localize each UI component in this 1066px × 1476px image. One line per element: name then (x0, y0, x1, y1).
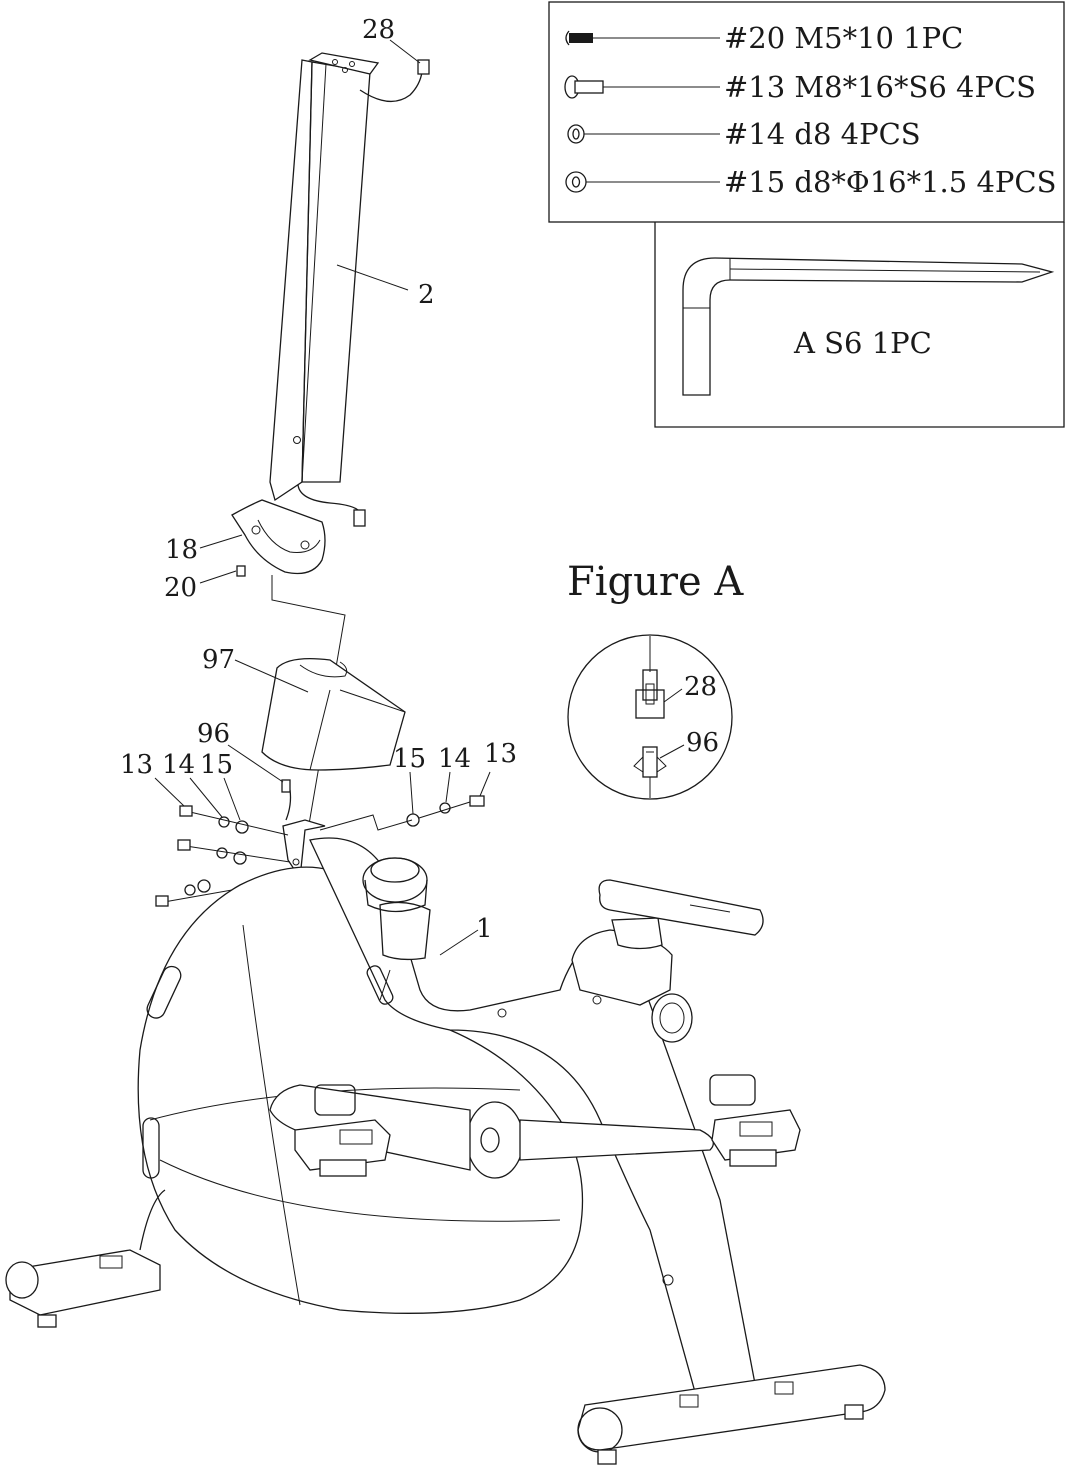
callout-20: 20 (164, 573, 197, 603)
callout-labels: 28 2 18 20 97 96 13 14 15 15 14 13 1 (120, 15, 517, 944)
rear-stabilizer (577, 1364, 886, 1465)
spring-washer-icon (567, 124, 720, 144)
callout-96: 96 (197, 719, 230, 749)
detail-callout-96: 96 (686, 728, 719, 758)
callout-18: 18 (165, 535, 198, 565)
front-stabilizer (5, 1189, 166, 1328)
screw-icon (565, 30, 720, 46)
tool-label: A S6 1PC (793, 326, 932, 360)
callout-15-left: 15 (200, 750, 233, 780)
screw-20 (236, 565, 246, 577)
upper-cover-97 (261, 657, 406, 771)
callout-14-left: 14 (162, 750, 195, 780)
callout-2: 2 (418, 280, 435, 310)
left-pedal (294, 1084, 391, 1177)
callout-97: 97 (202, 645, 235, 675)
flat-washer-icon (565, 171, 720, 193)
hardware-item-15: #15 d8*Φ16*1.5 4PCS (724, 165, 1056, 199)
callout-28: 28 (362, 15, 395, 45)
resistance-knob (362, 857, 431, 961)
hardware-list-box: #20 M5*10 1PC #13 M8*16*S6 4PCS #14 d8 4… (548, 1, 1065, 223)
detail-callout-28: 28 (684, 672, 717, 702)
callout-1: 1 (476, 914, 493, 944)
hardware-item-13: #13 M8*16*S6 4PCS (724, 70, 1036, 104)
top-cable (359, 59, 430, 102)
front-cover-18 (231, 499, 326, 575)
callout-14-right: 14 (438, 744, 471, 774)
bolt-icon (564, 75, 720, 99)
callout-13-right: 13 (484, 739, 517, 769)
connector-28-icon (635, 669, 665, 719)
right-bolts (319, 795, 485, 831)
hardware-item-20: #20 M5*10 1PC (724, 21, 963, 55)
bike-frame (5, 837, 886, 1465)
handlebar-post (269, 52, 380, 502)
callout-13-left: 13 (120, 750, 153, 780)
right-pedal (709, 1074, 801, 1167)
figure-title: Figure A (567, 559, 744, 605)
frame-bracket (281, 779, 326, 880)
callout-15-right: 15 (393, 744, 426, 774)
allen-key-icon (682, 257, 1055, 396)
left-bolts (155, 805, 301, 907)
post-cable (297, 484, 366, 527)
hardware-item-14: #14 d8 4PCS (724, 117, 921, 151)
connector-96-icon (633, 746, 667, 778)
leader-lines (154, 39, 491, 956)
connector-detail-circle: 28 96 (567, 634, 733, 800)
seat-post (571, 879, 764, 1043)
tool-box: A S6 1PC (654, 222, 1065, 428)
